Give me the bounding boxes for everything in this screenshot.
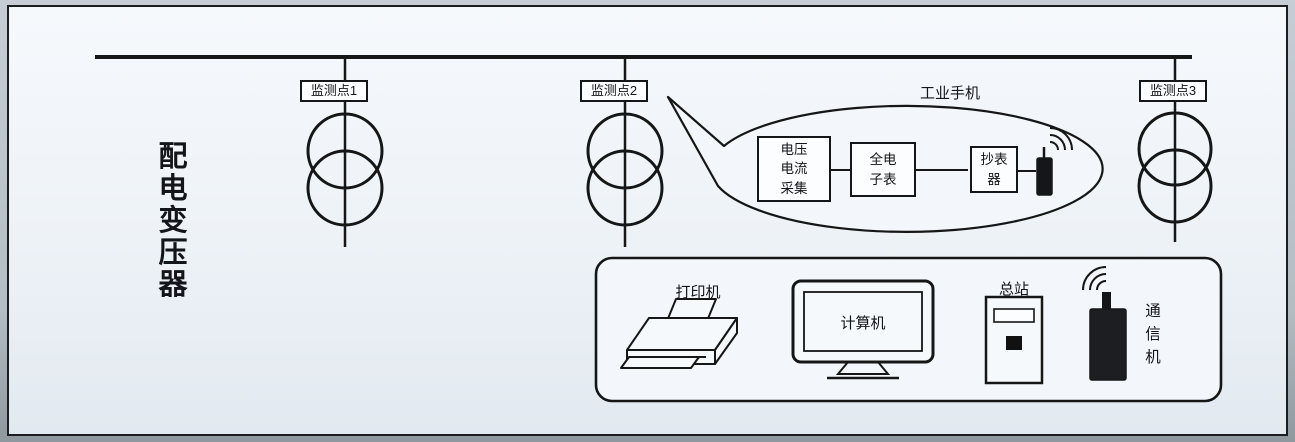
master-station-icon xyxy=(984,295,1044,385)
printer-label: 打印机 xyxy=(675,284,721,301)
transformer-3-secondary-coil xyxy=(1137,148,1213,224)
transformer-2-secondary-coil xyxy=(586,149,664,227)
monitor-stand xyxy=(835,361,891,375)
comm-antenna-stub xyxy=(1102,292,1111,310)
printer-icon xyxy=(620,298,738,369)
monitor-point-2-label: 监测点2 xyxy=(580,80,648,102)
transformer-3-primary-coil xyxy=(1137,111,1213,187)
comm-wireless-wave-3 xyxy=(1082,266,1107,291)
computer-icon xyxy=(791,279,935,380)
monitor-screen xyxy=(803,291,923,352)
master-station-button xyxy=(1006,336,1022,350)
handheld-phone-icon xyxy=(1036,127,1073,196)
transformer-1-secondary-coil xyxy=(306,149,384,227)
comm-wireless-wave-1 xyxy=(1096,280,1107,291)
master-station-label: 总站 xyxy=(998,281,1029,298)
phone-wireless-wave-2 xyxy=(1049,134,1066,151)
master-station-slot xyxy=(993,308,1035,323)
communicator-icon xyxy=(1082,266,1127,381)
electronic-meter-box: 全电 子表 xyxy=(850,142,916,197)
meter-reader-box: 抄表 器 xyxy=(970,146,1018,193)
industrial-phone-title: 工业手机 xyxy=(919,85,980,102)
voltage-current-acquisition-box: 电压 电流 采集 xyxy=(757,136,831,202)
comm-wireless-wave-2 xyxy=(1089,273,1107,291)
distribution-transformer-title: 配 电 变 压 器 xyxy=(158,141,188,301)
transformer-1-primary-coil xyxy=(306,112,384,190)
phone-body xyxy=(1036,157,1053,196)
communicator-label: 通 信 机 xyxy=(1145,303,1161,366)
monitor-point-1-label: 监测点1 xyxy=(300,80,368,102)
comm-body xyxy=(1089,308,1127,381)
phone-wireless-wave-3 xyxy=(1049,127,1073,151)
monitor-point-3-label: 监测点3 xyxy=(1139,80,1207,102)
phone-wireless-wave-1 xyxy=(1049,141,1059,151)
computer-label: 计算机 xyxy=(840,315,886,332)
transformer-2-primary-coil xyxy=(586,112,664,190)
printer-output-sheet xyxy=(620,356,700,369)
